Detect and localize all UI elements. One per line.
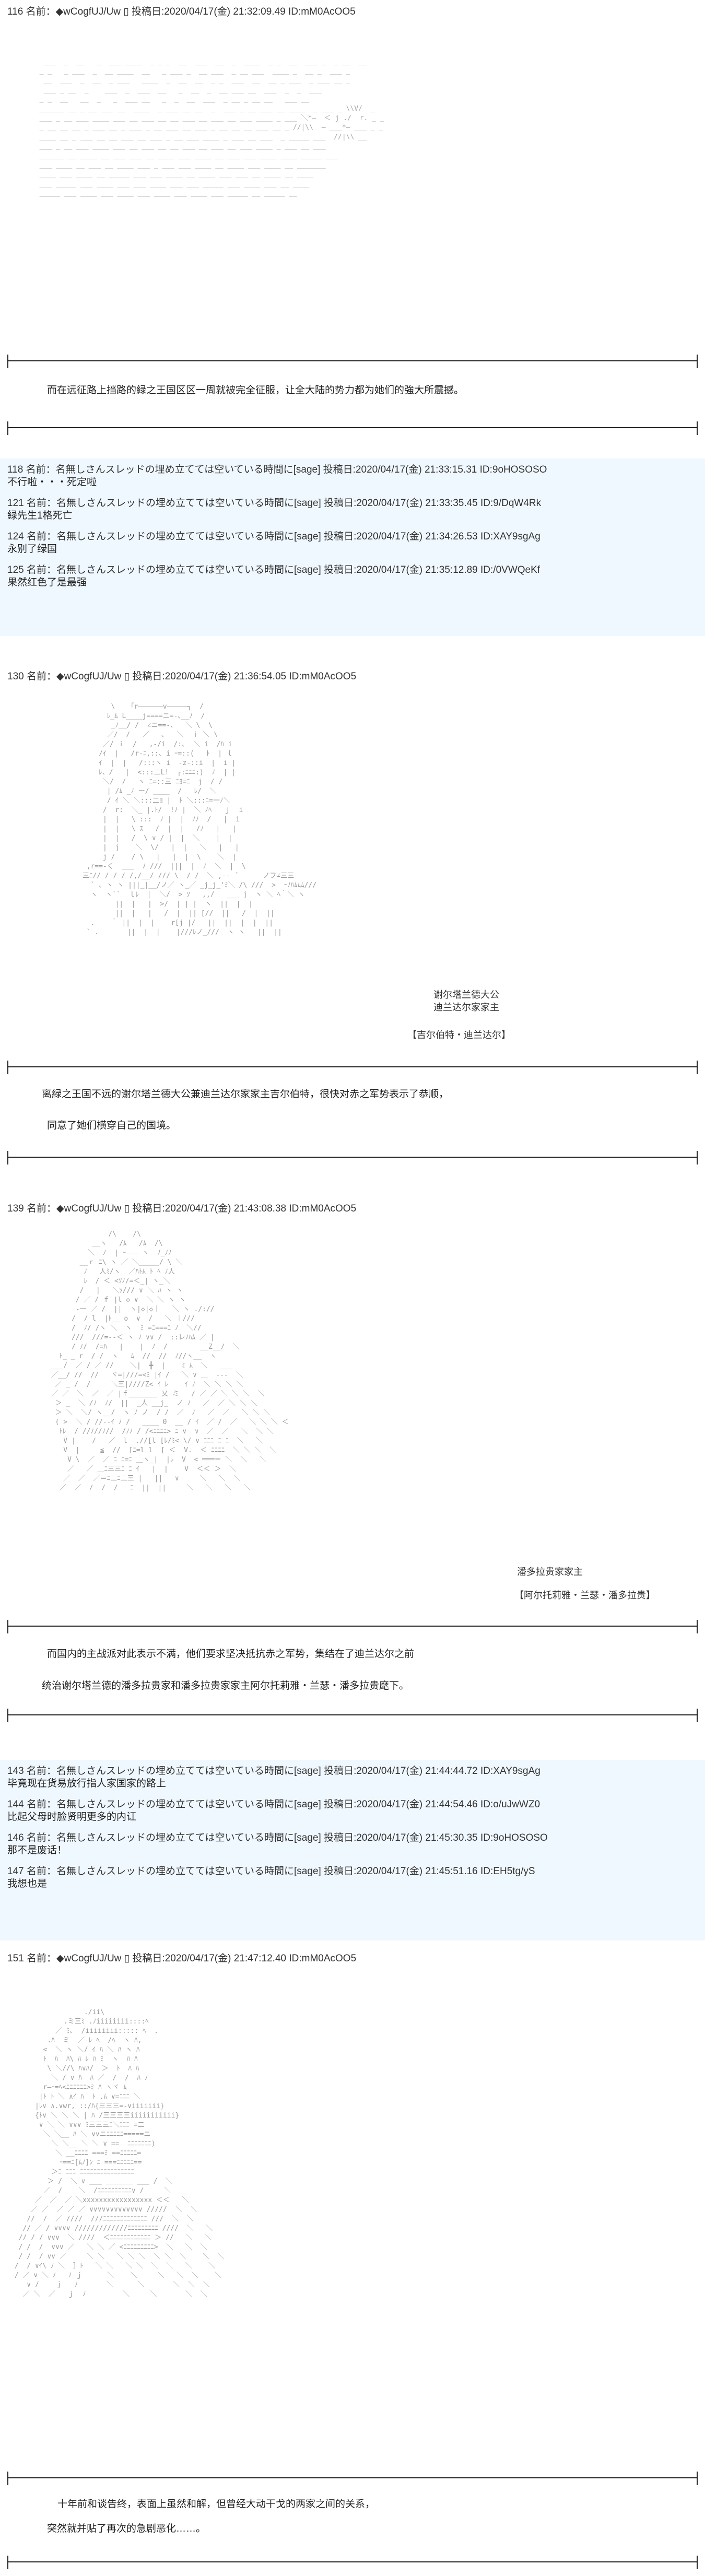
- divider-rule: [7, 421, 698, 435]
- reply-body: 毕竟现在货易放行指人家国家的路上: [7, 1778, 167, 1789]
- reply-header: 147 名前：名無しさんスレッドの埋め立てては空いている時間に[sage] 投稿…: [7, 1866, 535, 1877]
- post-header: 130 名前：◆wCogfUJ/Uw ▯ 投稿日:2020/04/17(金) 2…: [7, 671, 357, 682]
- reply-header: 146 名前：名無しさんスレッドの埋め立てては空いている時間に[sage] 投稿…: [7, 1832, 548, 1843]
- narration-line: 同意了她们横穿自己的国境。: [47, 1120, 177, 1131]
- divider-rule: [7, 2556, 698, 2569]
- reply-block: 143 名前：名無しさんスレッドの埋め立てては空いている時間に[sage] 投稿…: [0, 1760, 705, 1940]
- divider-rule: [7, 1151, 698, 1165]
- divider-rule: [7, 2472, 698, 2485]
- reply-header: 124 名前：名無しさんスレッドの埋め立てては空いている時間に[sage] 投稿…: [7, 531, 540, 542]
- ascii-art-landscape: ___ _ __ _ ___ ____ _ _ _ __ ___ __ _ __…: [39, 58, 384, 197]
- narration-line: 十年前和谈告终，表面上虽然和解，但曾经大动干戈的两家之间的关系，: [57, 2499, 375, 2510]
- post-151: 151 名前：◆wCogfUJ/Uw ▯ 投稿日:2020/04/17(金) 2…: [0, 1952, 705, 1966]
- narration-line: 而国内的主战派对此表示不满，他们要求坚决抵抗赤之军势，集结在了迪兰达尔之前: [47, 1649, 415, 1660]
- reply-body: 果然红色了是最强: [7, 577, 87, 588]
- narration-line: 而在远征路上挡路的緑之王国区区一周就被完全征服，让全大陆的势力都为她们的強大所震…: [47, 385, 464, 396]
- post-header: 139 名前：◆wCogfUJ/Uw ▯ 投稿日:2020/04/17(金) 2…: [7, 1203, 357, 1214]
- post-130: 130 名前：◆wCogfUJ/Uw ▯ 投稿日:2020/04/17(金) 2…: [0, 670, 705, 684]
- divider-rule: [7, 1620, 698, 1633]
- reply-body: 永别了绿国: [7, 544, 57, 555]
- reply-header: 121 名前：名無しさんスレッドの埋め立てては空いている時間に[sage] 投稿…: [7, 498, 542, 509]
- post-header: 151 名前：◆wCogfUJ/Uw ▯ 投稿日:2020/04/17(金) 2…: [7, 1953, 357, 1964]
- character-caption: 谢尔塔兰德大公: [433, 990, 499, 1000]
- narration-line: 突然就并贴了再次的急剧恶化……。: [47, 2523, 206, 2534]
- reply-block: 118 名前：名無しさんスレッドの埋め立てては空いている時間に[sage] 投稿…: [0, 458, 705, 636]
- reply-body: 比起父母时脸贤明更多的内讧: [7, 1812, 137, 1822]
- post-116: 116 名前：◆wCogfUJ/Uw ▯ 投稿日:2020/04/17(金) 2…: [0, 5, 705, 19]
- ascii-art-armored-knight: /\ /\ __ヽ /ﾑ /ﾑ /\ ＼ ﾉ | ｰ――― ヽ ﾉ_ﾉﾉ __ｒ…: [51, 1230, 289, 1492]
- reply-body: 不行啦・・・死定啦: [7, 477, 97, 488]
- divider-rule: [7, 355, 698, 368]
- reply-header: 125 名前：名無しさんスレッドの埋め立てては空いている時間に[sage] 投稿…: [7, 564, 540, 575]
- character-name-caption: 【阿尔托莉雅・兰瑟・潘多拉贵】: [514, 1590, 655, 1601]
- reply-header: 144 名前：名無しさんスレッドの埋め立てては空いている時間に[sage] 投稿…: [7, 1799, 540, 1810]
- ascii-art-cloaked-figure: ./ii\ .ミ三ﾐ .ﾉiiiiiiii::::ﾍ ／ ﾐ､ /iiiiiii…: [14, 2008, 225, 2298]
- reply-header: 118 名前：名無しさんスレッドの埋め立てては空いている時間に[sage] 投稿…: [7, 464, 547, 475]
- divider-rule: [7, 1709, 698, 1722]
- reply-body: 緑先生1格死亡: [7, 510, 73, 521]
- character-name-caption: 【吉尔伯特・迪兰达尔】: [407, 1030, 511, 1040]
- reply-body: 那不是废话！: [7, 1845, 67, 1856]
- reply-body: 我想也是: [7, 1878, 48, 1889]
- character-caption: 迪兰达尔家家主: [433, 1002, 499, 1013]
- reply-header: 143 名前：名無しさんスレッドの埋め立てては空いている時間に[sage] 投稿…: [7, 1766, 540, 1777]
- post-header: 116 名前：◆wCogfUJ/Uw ▯ 投稿日:2020/04/17(金) 2…: [7, 6, 356, 17]
- divider-rule: [7, 1061, 698, 1074]
- narration-line: 统治谢尔塔兰德的潘多拉贵家和潘多拉贵家家主阿尔托莉雅・兰瑟・潘多拉贵麾下。: [42, 1680, 409, 1691]
- post-139: 139 名前：◆wCogfUJ/Uw ▯ 投稿日:2020/04/17(金) 2…: [0, 1202, 705, 1216]
- narration-line: 离緑之王国不远的谢尔塔兰德大公兼迪兰达尔家家主吉尔伯特，很快对赤之军势表示了恭顺…: [42, 1089, 449, 1100]
- character-caption: 潘多拉贵家家主: [517, 1567, 583, 1577]
- ascii-art-knight: \ 「r――――――v―――――┐ / ﾚ_ﾑ L____j====ニ=-､__…: [82, 703, 317, 936]
